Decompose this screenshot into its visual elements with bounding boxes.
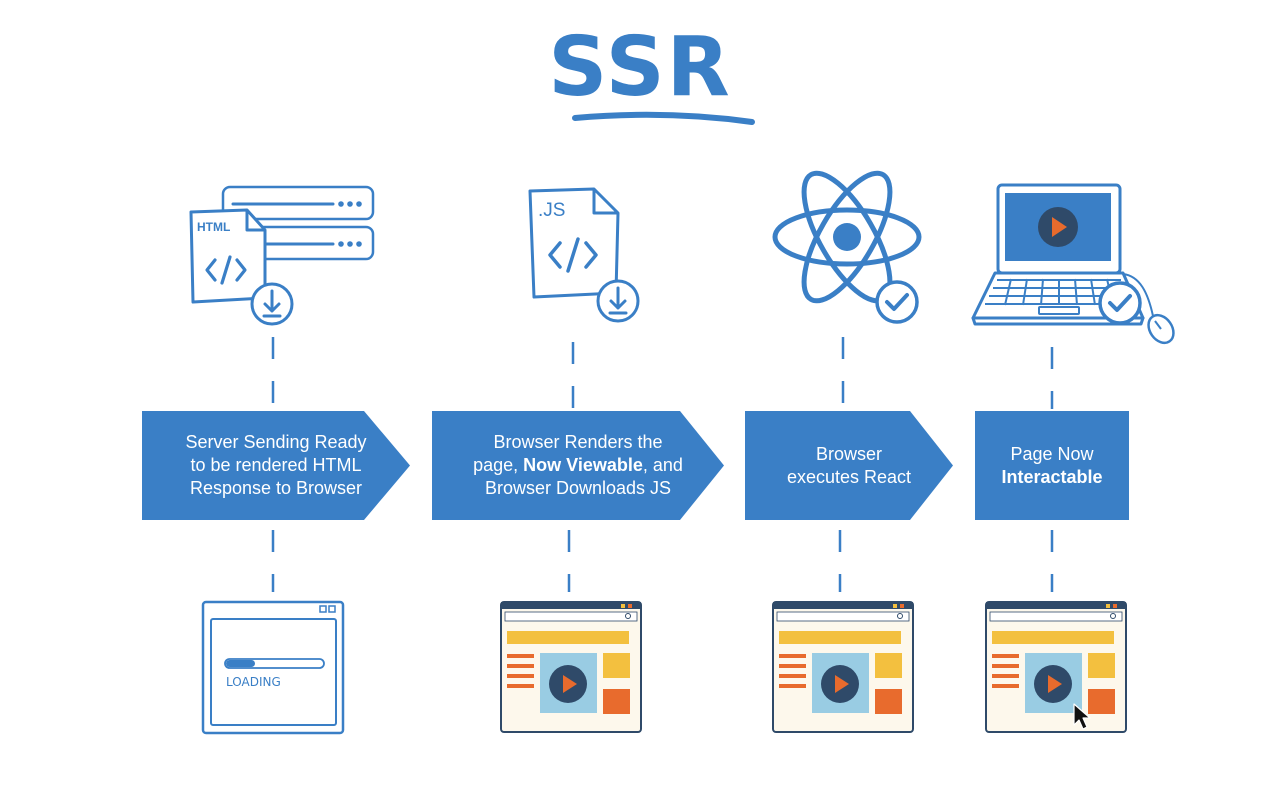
loading-progress-fill [226, 660, 255, 667]
mouse-cursor-icon [1073, 703, 1091, 730]
step-3-line-1: Browser [815, 443, 882, 464]
react-check-icon [772, 170, 922, 324]
connector-top-1 [271, 337, 275, 409]
step-1-line-1: Server Sending Ready [185, 432, 367, 452]
connector-bottom-4 [1050, 530, 1054, 592]
html-file-label: HTML [197, 220, 230, 234]
step-2-line-2-start: page, [473, 455, 524, 475]
step-3-line-2: executes React [786, 466, 912, 487]
step-1-line-3: Response to Browser [189, 478, 363, 498]
loading-label: LOADING [226, 675, 281, 689]
connector-top-2 [571, 342, 575, 408]
js-file-label: .JS [538, 200, 565, 221]
connector-bottom-2 [567, 530, 571, 592]
js-file-download-icon: .JS [528, 187, 640, 323]
page-title: SSR [548, 20, 732, 115]
connector-bottom-1 [271, 530, 275, 592]
server-html-download-icon: HTML [189, 185, 375, 326]
loading-browser-window-icon: LOADING [201, 600, 345, 735]
title-underline [572, 111, 755, 125]
connector-bottom-3 [838, 530, 842, 592]
step-2-line-2-emphasis: Now Viewable [523, 455, 643, 475]
connector-top-4 [1050, 347, 1054, 409]
rendered-browser-window-icon [500, 601, 642, 733]
rendered-browser-window-icon [772, 601, 914, 733]
step-1-line-2: to be rendered HTML [190, 455, 362, 475]
step-2-line-2-end: , and [642, 455, 683, 475]
step-2-banner: Browser Renders the page, Now Viewable, … [432, 411, 724, 520]
step-3-banner: Browser executes React [745, 411, 953, 520]
step-1-banner: Server Sending Ready to be rendered HTML… [142, 411, 410, 520]
step-4-line-1: Page Now [1010, 443, 1094, 464]
step-4-banner: Page Now Interactable [975, 411, 1129, 520]
step-4-line-2: Interactable [1001, 466, 1103, 487]
rendered-browser-window-icon [985, 601, 1127, 733]
step-2-line-2: page, Now Viewable, and [454, 454, 702, 477]
step-2-line-1: Browser Renders the [493, 432, 663, 452]
connector-top-3 [841, 337, 845, 409]
laptop-check-icon [971, 183, 1175, 345]
step-2-line-3: Browser Downloads JS [484, 478, 672, 498]
